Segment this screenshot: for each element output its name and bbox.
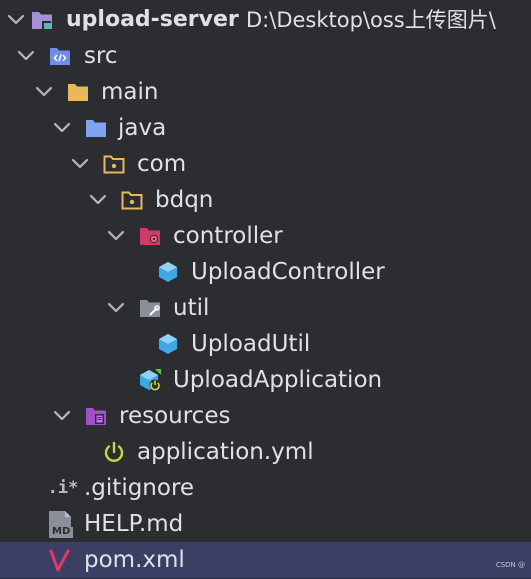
chevron-down-icon[interactable] — [106, 226, 126, 246]
tree-row-pom-xml[interactable]: pom.xml — [0, 542, 531, 578]
module-path: D:\Desktop\oss上传图片\ — [246, 8, 496, 32]
tree-row-util[interactable]: util — [0, 290, 531, 326]
tree-item-label: application.yml — [137, 439, 314, 465]
source-root-folder-icon — [84, 116, 108, 140]
tree-item-label: UploadApplication — [173, 367, 383, 393]
chevron-down-icon[interactable] — [16, 46, 36, 66]
chevron-down-icon[interactable] — [52, 118, 72, 138]
markdown-icon: MD — [46, 509, 76, 539]
java-class-icon — [156, 260, 180, 284]
tree-row-help-md[interactable]: MD HELP.md — [0, 506, 531, 542]
module-name: upload-server — [66, 7, 239, 32]
spring-config-icon — [102, 440, 126, 464]
tree-item-label: resources — [119, 403, 231, 429]
tree-row-gitignore[interactable]: .i* .gitignore — [0, 470, 531, 506]
tree-item-label: java — [118, 115, 167, 141]
chevron-down-icon[interactable] — [70, 154, 90, 174]
tree-item-label: com — [137, 151, 187, 177]
chevron-down-icon[interactable] — [34, 82, 54, 102]
tree-row-application-yml[interactable]: application.yml — [0, 434, 531, 470]
module-folder-icon — [30, 8, 54, 32]
tree-row-resources[interactable]: resources — [0, 398, 531, 434]
controller-folder-icon — [138, 224, 162, 248]
tree-item-label: src — [84, 43, 118, 69]
chevron-down-icon[interactable] — [88, 190, 108, 210]
tree-row-main[interactable]: main — [0, 74, 531, 110]
tree-row-src[interactable]: src — [0, 38, 531, 74]
java-class-icon — [156, 332, 180, 356]
chevron-down-icon[interactable] — [52, 406, 72, 426]
tree-item-label: UploadController — [191, 259, 385, 285]
tree-row-bdqn[interactable]: bdqn — [0, 182, 531, 218]
tree-item-label: bdqn — [155, 187, 214, 213]
tree-row-controller[interactable]: controller — [0, 218, 531, 254]
chevron-down-icon[interactable] — [106, 298, 126, 318]
tree-item-label: .gitignore — [84, 475, 195, 501]
markdown-glyph: MD — [52, 526, 71, 537]
tree-item-label: UploadUtil — [191, 331, 311, 357]
tree-row-upload-util[interactable]: UploadUtil — [0, 326, 531, 362]
folder-icon — [66, 80, 90, 104]
tree-item-label: main — [101, 79, 159, 105]
source-root-folder-icon — [48, 44, 72, 68]
util-folder-icon — [138, 296, 162, 320]
tree-item-label: pom.xml — [84, 547, 185, 573]
spring-boot-application-icon — [138, 368, 162, 392]
gitignore-icon: .i* — [47, 478, 79, 498]
tree-item-label: util — [173, 295, 210, 321]
resources-root-icon — [84, 404, 108, 428]
tree-row-com[interactable]: com — [0, 146, 531, 182]
maven-icon — [48, 548, 72, 572]
tree-row-upload-server[interactable]: upload-server D:\Desktop\oss上传图片\ — [0, 2, 531, 38]
tree-row-upload-application[interactable]: UploadApplication — [0, 362, 531, 398]
tree-item-label: HELP.md — [84, 511, 184, 537]
chevron-down-icon[interactable] — [6, 10, 26, 30]
watermark: CSDN @ — [495, 561, 525, 569]
package-folder-icon — [102, 152, 126, 176]
package-folder-icon — [120, 188, 144, 212]
tree-row-upload-controller[interactable]: UploadController — [0, 254, 531, 290]
tree-item-label: controller — [173, 223, 283, 249]
tree-row-java[interactable]: java — [0, 110, 531, 146]
